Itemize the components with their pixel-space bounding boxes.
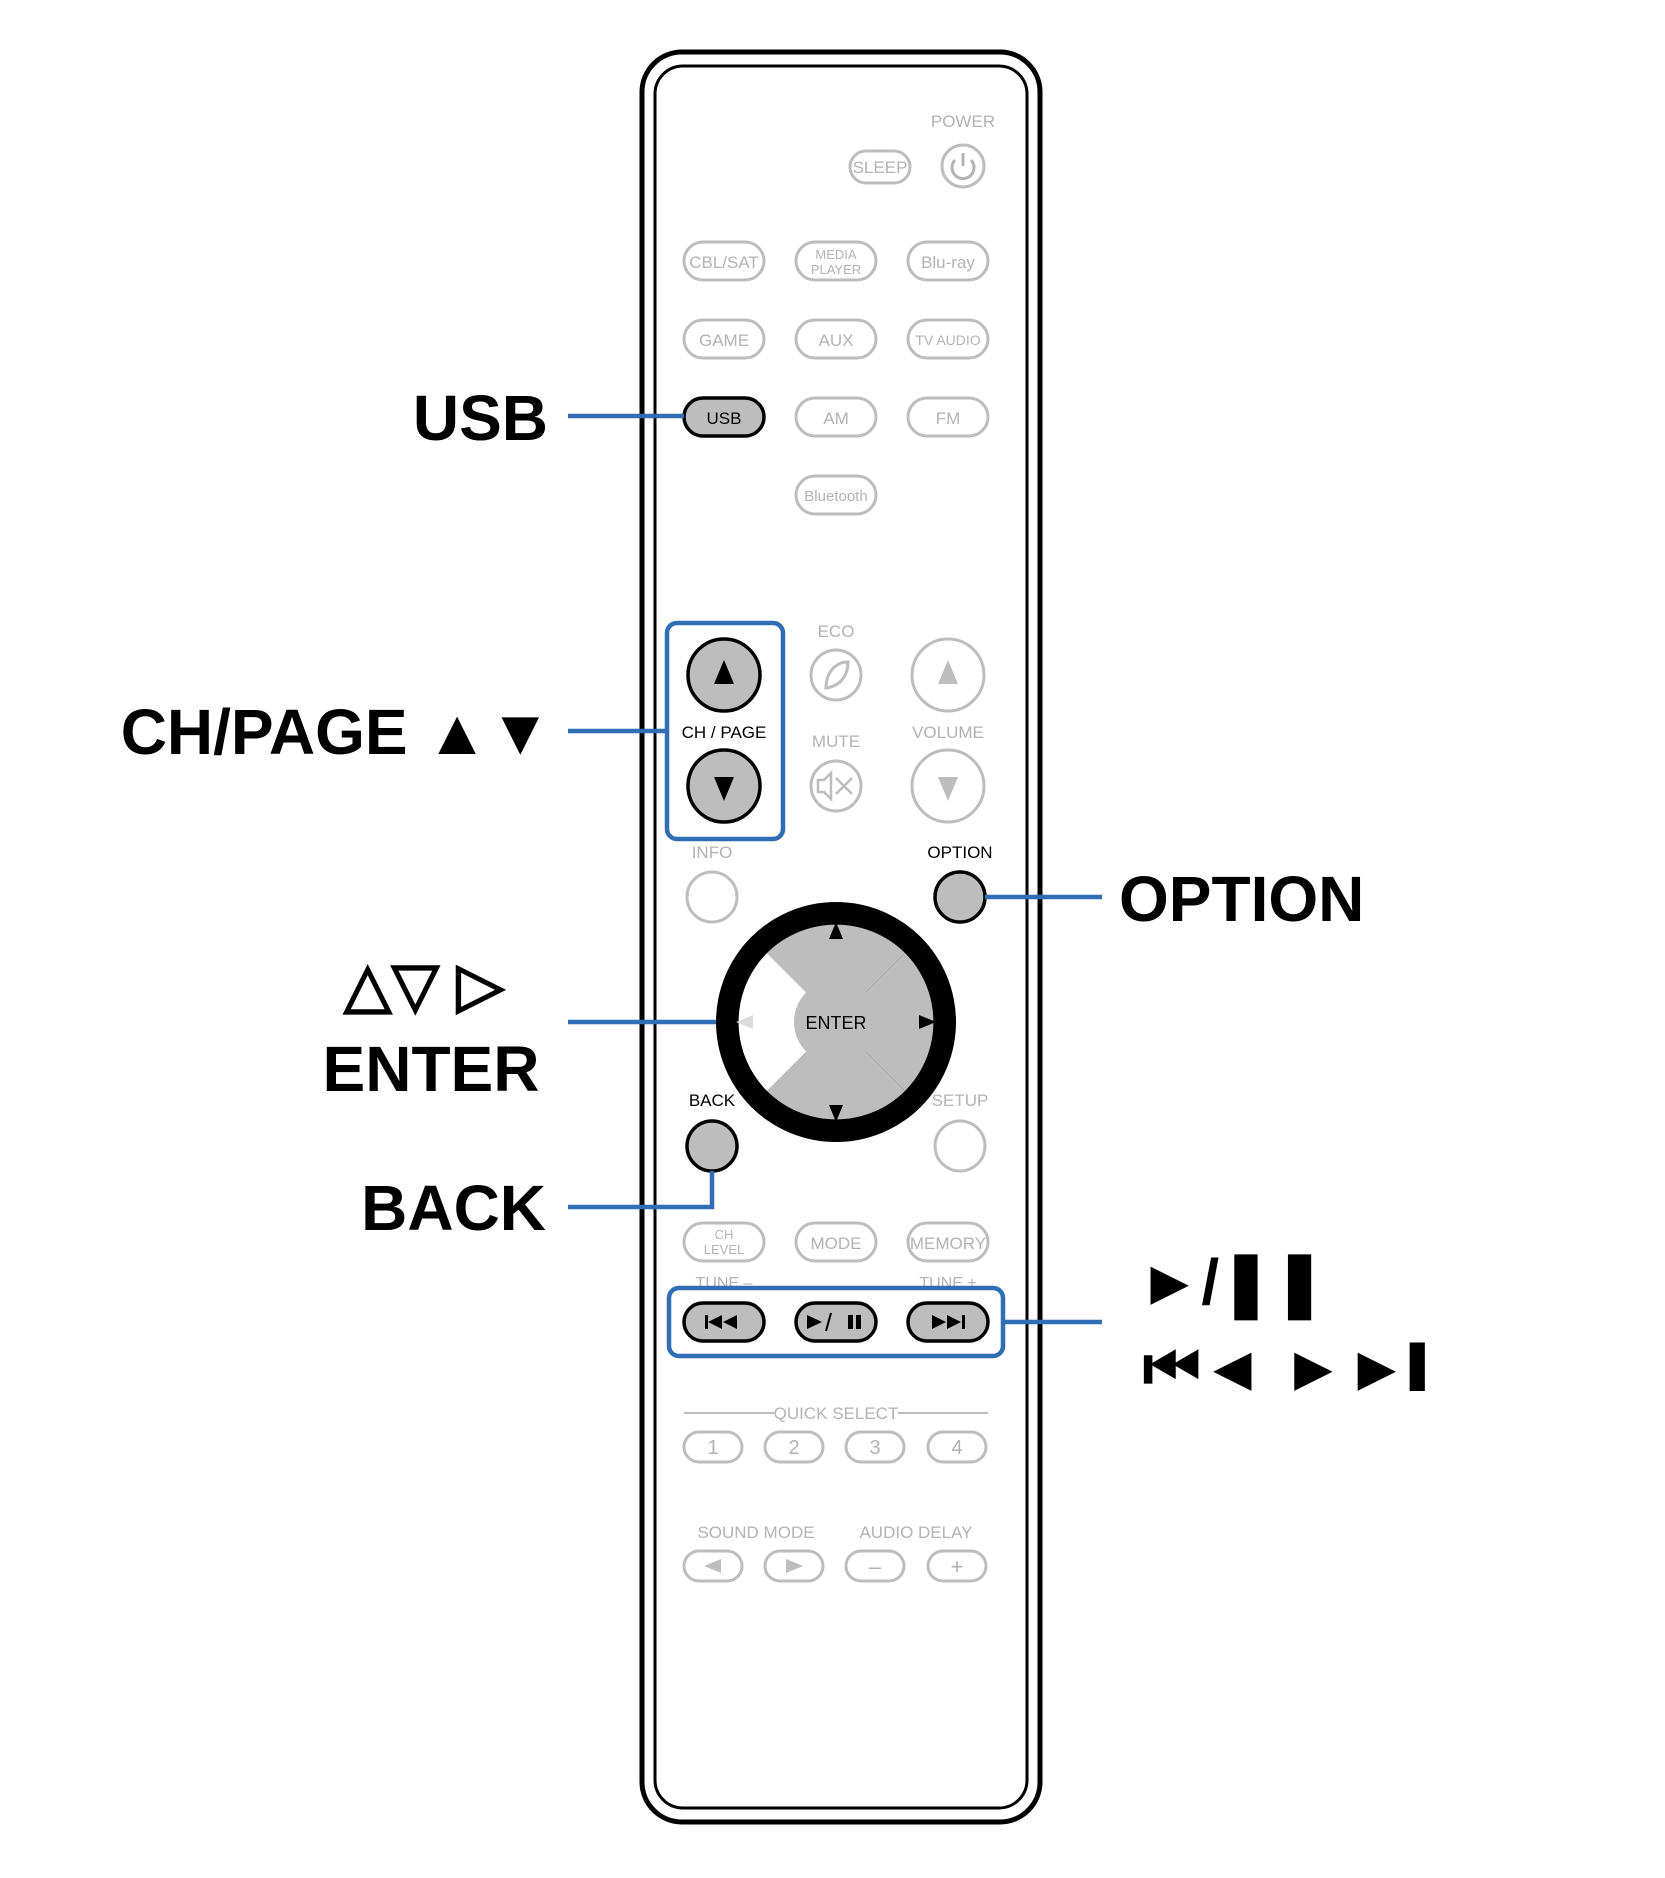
setup-button[interactable] [933,1119,987,1173]
skip-back-icon [705,1315,737,1329]
enter-button[interactable] [794,980,878,1064]
quick-select-4-label: 4 [951,1437,962,1459]
dpad-down-icon [829,1105,843,1122]
dpad-down-button[interactable] [767,1051,905,1120]
sound-mode-label: SOUND MODE [697,1523,814,1542]
ch-level-label-2: LEVEL [704,1242,744,1257]
player-label: PLAYER [811,262,861,277]
quick-select-label: QUICK SELECT [774,1404,899,1423]
play-pause-icon [807,1312,861,1332]
dpad-right-icon [919,1015,936,1029]
audio-delay-label: AUDIO DELAY [859,1523,972,1542]
audio-delay-plus-button[interactable] [926,1549,988,1583]
back-label: BACK [689,1091,736,1110]
quick-select-1-button[interactable] [682,1430,744,1464]
ch-level-button[interactable] [682,1221,766,1263]
audio-delay-plus-label: + [951,1554,964,1579]
mute-icon [816,769,853,803]
media-player-button[interactable] [794,240,878,282]
am-button[interactable] [794,396,878,438]
aux-button[interactable] [794,318,878,360]
enter-callout: ENTER [323,1033,540,1105]
media-label: MEDIA [815,247,857,262]
skip-callout: ⏮◄ ►►❙ [1143,1332,1426,1404]
bluray-label: Blu-ray [921,253,975,272]
up-arrow-icon [714,660,734,684]
tv-audio-label: TV AUDIO [915,332,980,348]
back-button[interactable] [685,1119,739,1173]
sleep-label: SLEEP [853,158,908,177]
cbl-sat-button[interactable] [682,240,766,282]
usb-callout: USB [413,382,548,454]
setup-label: SETUP [932,1091,989,1110]
bluetooth-label: Bluetooth [804,488,867,505]
quick-select-4-button[interactable] [926,1430,988,1464]
right-triangle-icon [786,1559,803,1573]
usb-label: USB [707,409,742,428]
left-triangle-icon [704,1559,721,1573]
info-label: INFO [692,843,733,862]
fm-button[interactable] [906,396,990,438]
leaf-icon [824,660,850,690]
audio-delay-minus-label: – [869,1554,882,1579]
option-callout: OPTION [1119,863,1364,935]
dpad-right-button[interactable] [865,953,934,1091]
quick-select-1-label: 1 [707,1437,718,1459]
power-label: POWER [931,112,995,131]
ch-page-callout: CH/PAGE ▲▼ [121,696,552,768]
play-pause-callout: ►/❚❚ [1138,1246,1326,1321]
back-callout: BACK [361,1172,546,1244]
back-leader-line [568,1171,715,1210]
bluetooth-button[interactable] [794,474,878,516]
quick-select-2-label: 2 [788,1437,799,1459]
dpad-up-button[interactable] [767,924,905,993]
audio-delay-minus-button[interactable] [844,1549,906,1583]
game-button[interactable] [682,318,766,360]
volume-down-icon [938,777,958,801]
memory-label: MEMORY [910,1234,986,1253]
aux-label: AUX [819,331,854,350]
mute-button[interactable] [809,759,863,813]
volume-label: VOLUME [912,723,984,742]
quick-select-2-button[interactable] [763,1430,825,1464]
skip-forward-icon [932,1315,965,1329]
quick-select-3-button[interactable] [844,1430,906,1464]
enter-label: ENTER [805,1013,866,1033]
eco-button[interactable] [809,648,863,702]
quick-select-3-label: 3 [869,1437,880,1459]
sleep-button[interactable] [848,149,912,185]
power-icon [950,153,976,180]
game-label: GAME [699,331,749,350]
option-button[interactable] [933,870,987,924]
mode-button[interactable] [794,1221,878,1263]
ch-page-label: CH / PAGE [682,723,767,742]
dpad-left-icon [736,1015,753,1029]
option-label: OPTION [927,843,992,862]
tv-audio-button[interactable] [906,318,990,360]
ch-level-label-1: CH [715,1227,734,1242]
volume-down-button[interactable] [910,748,986,824]
volume-up-icon [938,660,958,684]
sound-mode-left-button[interactable] [682,1549,744,1583]
power-button[interactable] [940,143,986,189]
play-pause-button[interactable] [794,1301,878,1343]
info-button[interactable] [685,870,739,924]
bluray-button[interactable] [906,240,990,282]
volume-up-button[interactable] [910,637,986,713]
dpad-left-button[interactable] [738,953,807,1091]
mode-label: MODE [811,1234,862,1253]
fm-label: FM [936,409,961,428]
am-label: AM [823,409,849,428]
memory-button[interactable] [906,1221,990,1263]
dpad-up-icon [829,922,843,939]
cbl-sat-label: CBL/SAT [689,253,759,272]
sound-mode-right-button[interactable] [763,1549,825,1583]
mute-label: MUTE [812,732,860,751]
down-arrow-icon [714,777,734,801]
cursor-callout: △▽ ▷ [342,951,507,1020]
eco-label: ECO [818,622,855,641]
